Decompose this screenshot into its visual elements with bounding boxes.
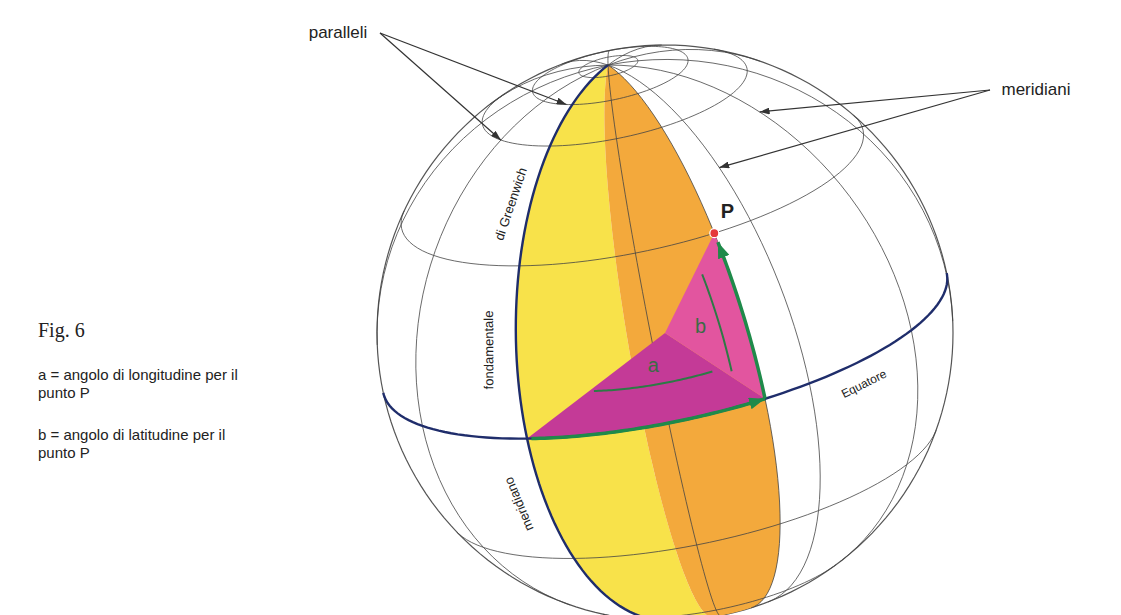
angle-label: a: [648, 353, 659, 377]
angle-label: b: [695, 314, 706, 338]
globe-outline: [377, 45, 953, 615]
pointer-label: meridiani: [1002, 80, 1071, 100]
meridian-label: fondamentale: [481, 311, 497, 390]
legend-note: a = angolo di longitudine per il punto P: [38, 366, 248, 402]
angle-arc: [594, 274, 732, 391]
graticule: [377, 45, 953, 615]
coordinate-arrow: [531, 242, 765, 438]
legend-note: b = angolo di latitudine per il punto P: [38, 426, 248, 462]
equator-line: [383, 273, 947, 439]
point-label: P: [721, 199, 734, 223]
meridian-lune: [516, 65, 780, 615]
leader-arrow: [380, 33, 990, 168]
greenwich-meridian: [516, 65, 668, 615]
figure-number: Fig. 6: [38, 318, 85, 342]
angle-sectors: [527, 233, 765, 438]
point-marker: [710, 229, 719, 238]
pointer-label: paralleli: [309, 23, 368, 43]
